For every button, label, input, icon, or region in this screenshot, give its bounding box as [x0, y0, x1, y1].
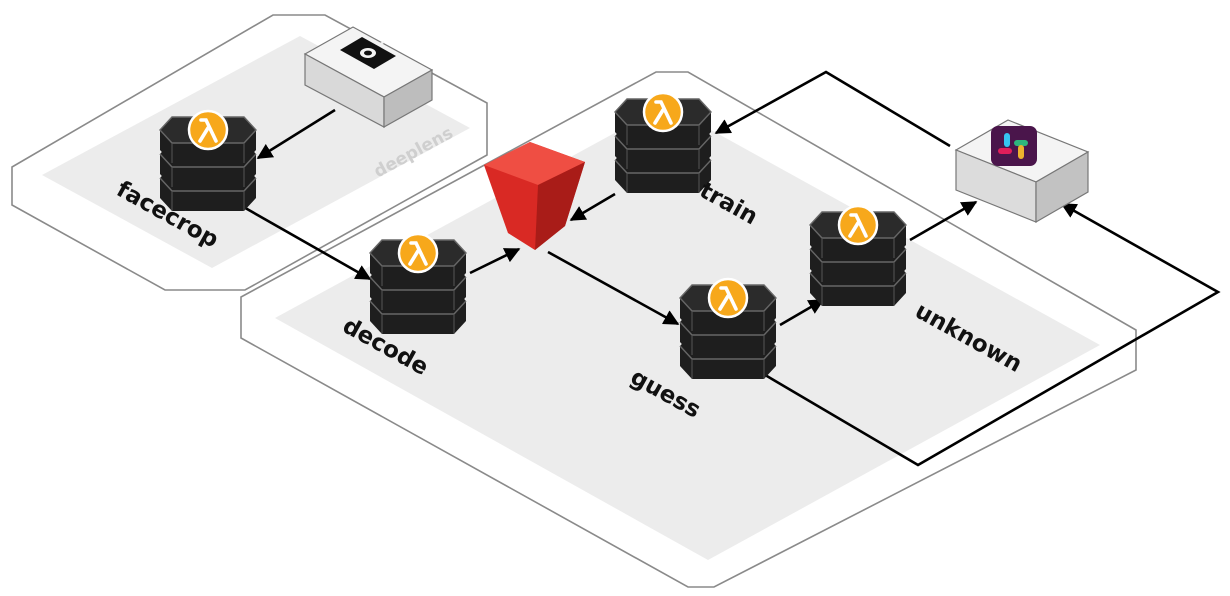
edge-train-bucket — [569, 192, 616, 222]
lambda-icon — [613, 91, 713, 195]
edges — [239, 70, 1221, 467]
lambda-icon — [808, 204, 908, 308]
bucket-node — [484, 142, 585, 250]
edge-guess-unknown — [779, 298, 825, 327]
bucket-icon — [484, 165, 538, 250]
camera-icon — [340, 37, 396, 69]
lambda-icon — [678, 277, 778, 381]
lambda-icon — [158, 109, 258, 213]
slack-node — [954, 119, 1090, 224]
edge-decode-bucket — [469, 247, 521, 275]
edge-guess-slack — [759, 202, 1221, 467]
edge-bucket-guess — [547, 250, 680, 326]
edge-slack-train — [714, 70, 951, 148]
lambda-icon — [368, 232, 468, 336]
slack-icon — [991, 126, 1037, 166]
edge-facecrop-decode — [239, 203, 372, 281]
edge-unknown-slack — [909, 200, 978, 242]
edge-camera-facecrop — [256, 108, 336, 160]
camera-node — [303, 26, 434, 129]
